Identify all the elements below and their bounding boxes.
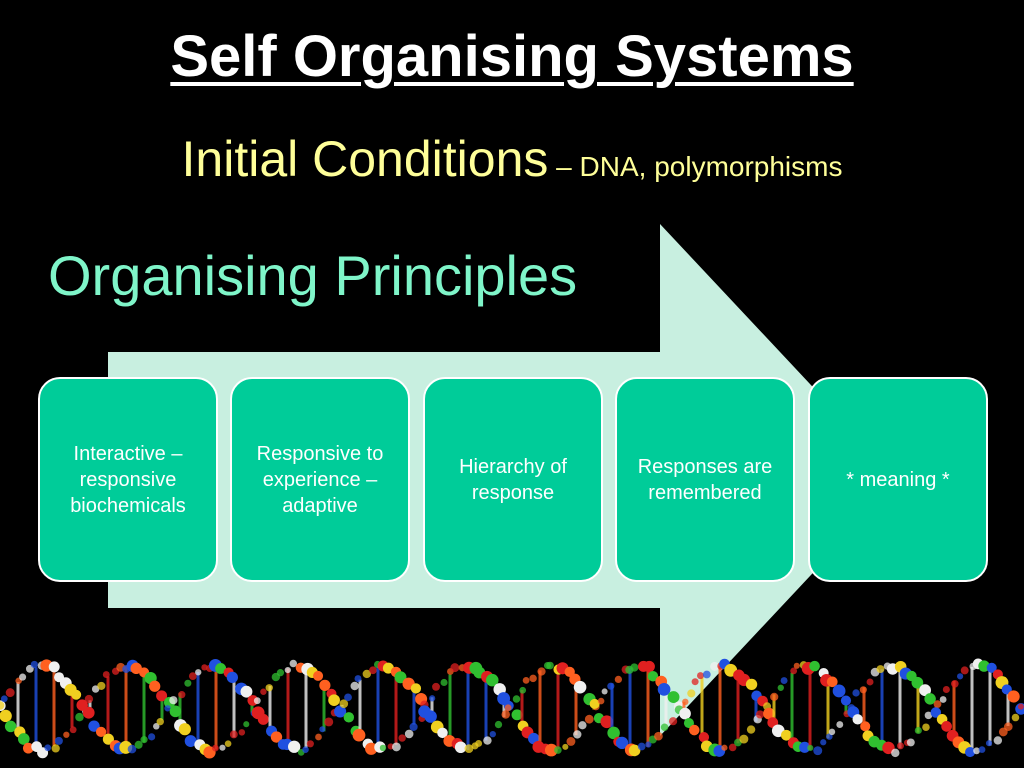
dna-helix-image — [0, 658, 1024, 759]
subtitle-main: Initial Conditions — [181, 131, 549, 187]
principle-box-1: Interactive – responsive biochemicals — [38, 377, 218, 582]
principle-box-5: * meaning * — [808, 377, 988, 582]
subtitle-detail: – DNA, polymorphisms — [548, 151, 843, 182]
principle-box-2: Responsive to experience – adaptive — [230, 377, 410, 582]
section-heading: Organising Principles — [48, 244, 578, 307]
slide-title: Self Organising Systems — [170, 24, 854, 89]
slide-subtitle: Initial Conditions – DNA, polymorphisms — [0, 134, 1024, 184]
principle-box-4: Responses are remembered — [615, 377, 795, 582]
principle-box-3: Hierarchy of response — [423, 377, 603, 582]
